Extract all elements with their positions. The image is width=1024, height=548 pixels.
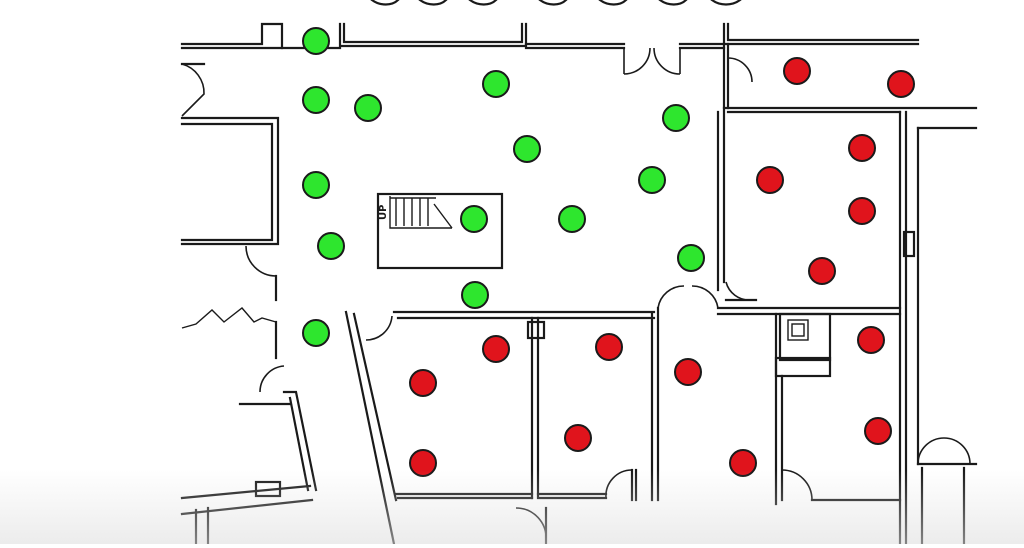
sensor-red — [864, 417, 892, 445]
sensor-red — [409, 449, 437, 477]
sensor-red — [409, 369, 437, 397]
sensor-green — [461, 281, 489, 309]
sensor-green — [302, 171, 330, 199]
cropped-title-fragment — [370, 0, 742, 6]
sensor-green — [302, 86, 330, 114]
sensor-red — [848, 134, 876, 162]
sensor-red — [482, 335, 510, 363]
green-sensor-group — [302, 27, 705, 347]
sensor-red — [674, 358, 702, 386]
sensor-green — [354, 94, 382, 122]
sensor-green — [302, 319, 330, 347]
sensor-red — [848, 197, 876, 225]
sensor-green — [302, 27, 330, 55]
stairwell: UP — [376, 192, 504, 270]
sensor-green — [513, 135, 541, 163]
sensor-red — [887, 70, 915, 98]
sensor-green — [638, 166, 666, 194]
sensor-red — [595, 333, 623, 361]
walls-bottom-rooms — [344, 285, 719, 546]
sensor-green — [317, 232, 345, 260]
sensor-red — [808, 257, 836, 285]
walls-right — [716, 42, 978, 546]
sensor-red — [783, 57, 811, 85]
sensor-green — [677, 244, 705, 272]
sensor-red — [729, 449, 757, 477]
sensor-green — [460, 205, 488, 233]
sensor-green — [662, 104, 690, 132]
red-sensor-group — [409, 57, 915, 477]
sensor-red — [756, 166, 784, 194]
sensor-green — [558, 205, 586, 233]
sensor-red — [857, 326, 885, 354]
walls-left — [180, 62, 318, 546]
sensor-green — [482, 70, 510, 98]
stair-up-label: UP — [378, 205, 389, 220]
sensor-red — [564, 424, 592, 452]
